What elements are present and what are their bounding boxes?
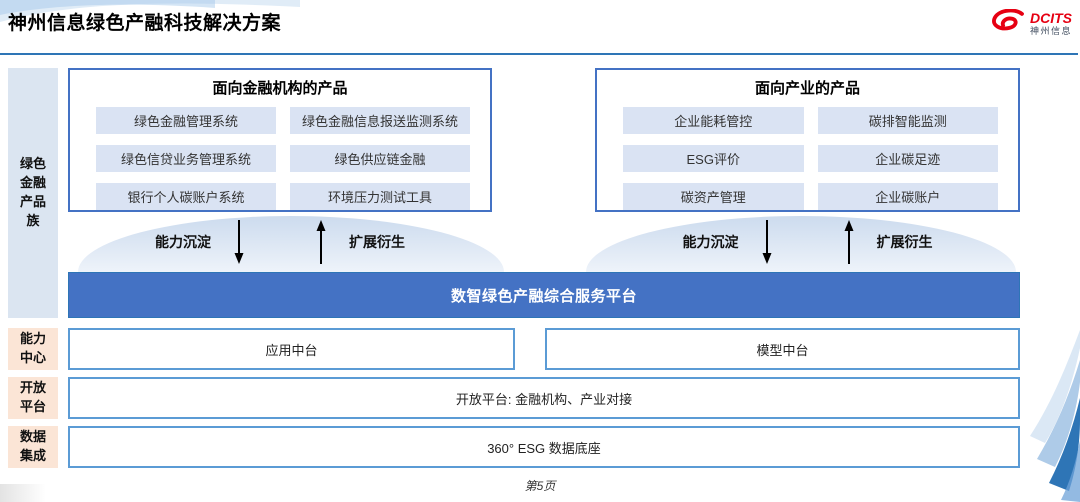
dcits-logo-icon bbox=[992, 9, 1024, 31]
page-title: 神州信息绿色产融科技解决方案 bbox=[8, 13, 282, 34]
group-items: 企业能耗管控 碳排智能监测 ESG评价 企业碳足迹 碳资产管理 企业碳账户 bbox=[597, 98, 1018, 210]
product-item: 碳资产管理 bbox=[623, 183, 804, 210]
application-middle-office-box: 应用中台 bbox=[68, 328, 515, 370]
down-arrow-icon bbox=[233, 219, 245, 265]
flow-label-derive: 扩展衍生 bbox=[349, 234, 405, 250]
up-arrow-icon bbox=[843, 219, 855, 265]
group-box-financial-products: 面向金融机构的产品 绿色金融管理系统 绿色金融信息报送监测系统 绿色信贷业务管理… bbox=[68, 68, 492, 212]
page-number: 第5页 bbox=[524, 479, 556, 493]
sidebar-label-capability-center: 能力中心 bbox=[8, 328, 58, 370]
flow-row-right: 能力沉淀 扩展衍生 bbox=[595, 213, 1020, 271]
dcits-logo: DCITS 神州信息 bbox=[990, 9, 1072, 37]
platform-bar: 数智绿色产融综合服务平台 bbox=[68, 272, 1020, 318]
dcits-logo-text: DCITS 神州信息 bbox=[1030, 11, 1072, 36]
logo-name: 神州信息 bbox=[1029, 25, 1072, 36]
flow-row-left: 能力沉淀 扩展衍生 bbox=[68, 213, 492, 271]
open-platform-box: 开放平台: 金融机构、产业对接 bbox=[68, 377, 1020, 419]
sidebar-label-text: 开放平台 bbox=[19, 380, 46, 414]
product-item: 企业碳足迹 bbox=[817, 145, 998, 172]
model-middle-office-box: 模型中台 bbox=[545, 328, 1020, 370]
flow-label-settle: 能力沉淀 bbox=[155, 234, 211, 250]
up-arrow-icon bbox=[315, 219, 327, 265]
sidebar-label-open-platform: 开放平台 bbox=[8, 377, 58, 419]
product-item: 企业碳账户 bbox=[817, 183, 998, 210]
product-item: 银行个人碳账户系统 bbox=[96, 183, 276, 210]
sidebar-label-text: 数据集成 bbox=[19, 429, 46, 463]
product-item: ESG评价 bbox=[623, 145, 804, 172]
header-divider bbox=[0, 53, 1078, 55]
group-title: 面向金融机构的产品 bbox=[212, 80, 348, 97]
product-item: 绿色信贷业务管理系统 bbox=[96, 145, 276, 172]
group-box-industry-products: 面向产业的产品 企业能耗管控 碳排智能监测 ESG评价 企业碳足迹 碳资产管理 … bbox=[595, 68, 1020, 212]
esg-data-base-box: 360° ESG 数据底座 bbox=[68, 426, 1020, 468]
group-items: 绿色金融管理系统 绿色金融信息报送监测系统 绿色信贷业务管理系统 绿色供应链金融… bbox=[70, 98, 490, 210]
product-item: 绿色金融管理系统 bbox=[96, 107, 276, 134]
logo-brand: DCITS bbox=[1029, 9, 1072, 26]
bottom-left-shade-decoration bbox=[0, 484, 46, 502]
sidebar-label-product-family: 绿色金融产品族 bbox=[8, 68, 58, 318]
top-swoosh-decoration bbox=[0, 0, 300, 22]
flow-label-derive: 扩展衍生 bbox=[876, 234, 933, 250]
sidebar-label-text: 绿色金融产品族 bbox=[19, 156, 46, 228]
sidebar-label-text: 能力中心 bbox=[19, 331, 46, 365]
product-item: 环境压力测试工具 bbox=[290, 183, 470, 210]
flow-label-settle: 能力沉淀 bbox=[682, 234, 739, 250]
product-item: 绿色金融信息报送监测系统 bbox=[290, 107, 470, 134]
bottom-right-swoosh-decoration bbox=[1030, 330, 1080, 502]
down-arrow-icon bbox=[761, 219, 773, 265]
product-item: 企业能耗管控 bbox=[623, 107, 804, 134]
product-item: 碳排智能监测 bbox=[817, 107, 998, 134]
group-title: 面向产业的产品 bbox=[754, 80, 860, 97]
sidebar-label-data-integration: 数据集成 bbox=[8, 426, 58, 468]
product-item: 绿色供应链金融 bbox=[290, 145, 470, 172]
